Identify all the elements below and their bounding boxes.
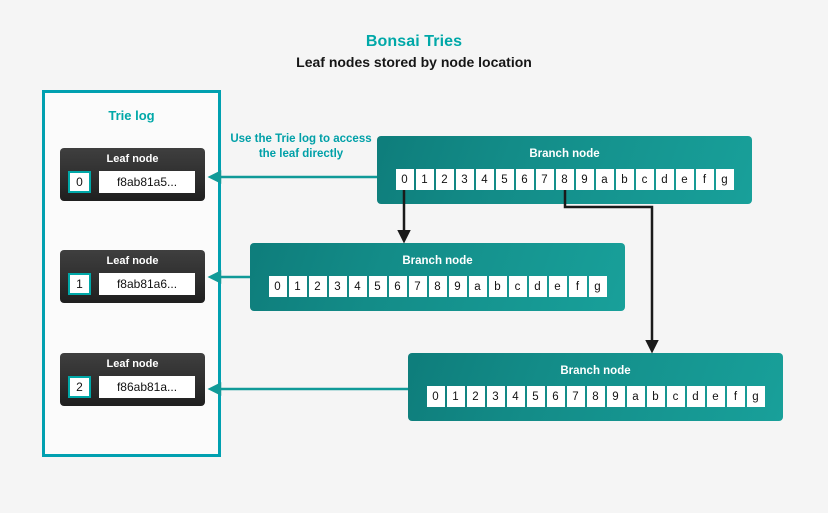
branch-cell-7[interactable]: 7 [566,386,585,407]
branch-cell-0[interactable]: 0 [268,276,287,297]
branch-cell-1[interactable]: 1 [288,276,307,297]
branch-cell-c[interactable]: c [635,169,654,190]
leaf-index-box: 1 [68,273,91,295]
branch-node-label: Branch node [529,148,600,160]
branch-cell-f[interactable]: f [726,386,745,407]
branch-cell-f[interactable]: f [695,169,714,190]
branch-cell-b[interactable]: b [615,169,634,190]
leaf-node-label: Leaf node [106,153,159,165]
branch-cell-8[interactable]: 8 [555,169,574,190]
branch-cell-c[interactable]: c [508,276,527,297]
branch-cell-e[interactable]: e [706,386,725,407]
leaf-hash-box: f8ab81a6... [99,273,195,295]
branch-cell-4[interactable]: 4 [506,386,525,407]
branch-cell-6[interactable]: 6 [388,276,407,297]
leaf-node-row: 2 f86ab81a... [68,376,195,398]
leaf-hash-box: f8ab81a5... [99,171,195,193]
page-subtitle: Leaf nodes stored by node location [296,54,532,70]
branch-cell-8[interactable]: 8 [428,276,447,297]
branch-cell-0[interactable]: 0 [426,386,445,407]
leaf-hash-box: f86ab81a... [99,376,195,398]
leaf-node-row: 1 f8ab81a6... [68,273,195,295]
branch-cell-c[interactable]: c [666,386,685,407]
page-title: Bonsai Tries [365,33,463,50]
trie-log-title: Trie log [108,108,155,123]
branch-cell-a[interactable]: a [626,386,645,407]
branch-cell-5[interactable]: 5 [495,169,514,190]
leaf-node-row: 0 f8ab81a5... [68,171,195,193]
branch-cell-8[interactable]: 8 [586,386,605,407]
branch-cell-3[interactable]: 3 [328,276,347,297]
branch-cell-5[interactable]: 5 [526,386,545,407]
branch-cell-1[interactable]: 1 [446,386,465,407]
branch-node-label: Branch node [560,365,631,377]
branch-cell-4[interactable]: 4 [348,276,367,297]
branch-cell-b[interactable]: b [646,386,665,407]
leaf-index-box: 0 [68,171,91,193]
leaf-node-0[interactable]: Leaf node 0 f8ab81a5... [60,148,205,201]
branch-cell-d[interactable]: d [686,386,705,407]
leaf-node-label: Leaf node [106,358,159,370]
branch-cell-2[interactable]: 2 [466,386,485,407]
branch-cell-6[interactable]: 6 [515,169,534,190]
branch-cell-5[interactable]: 5 [368,276,387,297]
branch-node-label: Branch node [402,255,473,267]
branch-cell-6[interactable]: 6 [546,386,565,407]
branch-cell-1[interactable]: 1 [415,169,434,190]
branch-cell-g[interactable]: g [746,386,765,407]
branch-cell-0[interactable]: 0 [395,169,414,190]
branch-cell-e[interactable]: e [548,276,567,297]
branch-cell-e[interactable]: e [675,169,694,190]
branch-cell-a[interactable]: a [468,276,487,297]
leaf-index-box: 2 [68,376,91,398]
branch-cell-f[interactable]: f [568,276,587,297]
branch-cell-9[interactable]: 9 [575,169,594,190]
branch-cell-4[interactable]: 4 [475,169,494,190]
leaf-node-1[interactable]: Leaf node 1 f8ab81a6... [60,250,205,303]
branch-cell-2[interactable]: 2 [308,276,327,297]
branch-cell-7[interactable]: 7 [408,276,427,297]
leaf-node-label: Leaf node [106,255,159,267]
branch-cell-9[interactable]: 9 [606,386,625,407]
branch-cell-2[interactable]: 2 [435,169,454,190]
branch-cell-b[interactable]: b [488,276,507,297]
branch-cell-3[interactable]: 3 [455,169,474,190]
branch-cell-3[interactable]: 3 [486,386,505,407]
leaf-node-2[interactable]: Leaf node 2 f86ab81a... [60,353,205,406]
branch-cell-9[interactable]: 9 [448,276,467,297]
branch-cell-d[interactable]: d [655,169,674,190]
branch-cell-a[interactable]: a [595,169,614,190]
branch-cell-g[interactable]: g [715,169,734,190]
branch-cell-g[interactable]: g [588,276,607,297]
trie-log-annotation: Use the Trie log to access the leaf dire… [230,133,372,160]
branch-cell-d[interactable]: d [528,276,547,297]
branch-cell-7[interactable]: 7 [535,169,554,190]
